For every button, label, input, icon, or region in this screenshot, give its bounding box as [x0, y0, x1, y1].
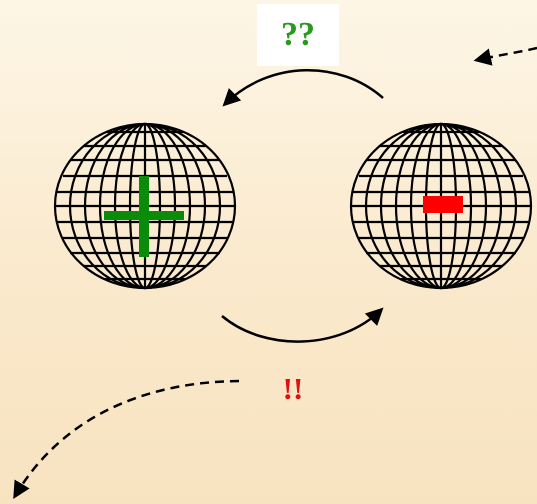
arrow-bottom [221, 307, 384, 343]
plus-sign [104, 176, 184, 257]
dashed-arrow-top-right [473, 46, 537, 66]
dashed-arrow-bottom-left [13, 379, 240, 500]
top-label: ?? [281, 16, 315, 53]
minus-sign [423, 196, 463, 213]
top-label-box: ?? [257, 4, 339, 66]
bottom-label: !! [282, 371, 304, 406]
arrow-top [222, 69, 384, 107]
